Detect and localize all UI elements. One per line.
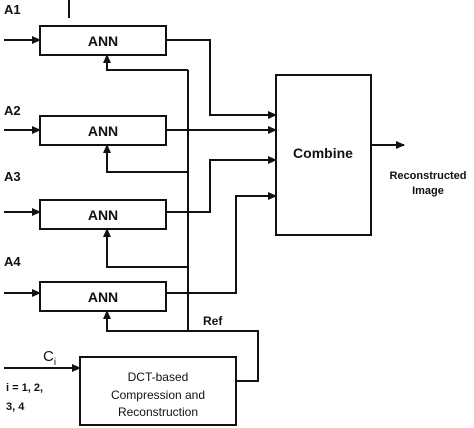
input-label-a3: A3 [4,169,21,184]
ann-label-2: ANN [88,123,118,139]
index-label-line-2: 3, 4 [6,401,25,413]
output-label-line-1: Reconstructed [389,170,466,182]
ci-label-sub: i [54,357,56,368]
ann1-to-combine-arrow [166,39,277,119]
output-label-line-2: Image [412,185,444,197]
dct-label-line-1: DCT-based [128,370,189,384]
ann3-to-combine-arrow [166,156,277,213]
dct-label-line-3: Reconstruction [118,405,198,419]
combine-label: Combine [293,145,353,161]
ref-to-ann1-arrow [103,54,188,71]
ref-to-ann3-arrow [103,228,188,268]
ref-label: Ref [203,314,223,328]
ann-block-3: A3 ANN [4,169,167,230]
ci-label-main: C [43,348,54,365]
ann-box-4 [39,281,167,312]
ann-block-1: A1 ANN [4,2,167,56]
dct-to-ref-line [188,330,259,382]
input-label-a1: A1 [4,2,21,17]
ann-block-2: A2 ANN [4,103,167,146]
dct-label-line-2: Compression and [111,388,205,402]
ref-to-ann4-arrow [103,310,188,332]
ann-box-2 [39,115,167,146]
ann-block-4: A4 ANN [4,254,167,312]
ann-label-1: ANN [88,33,118,49]
input-label-a2: A2 [4,103,21,118]
ci-label: Ci [43,348,56,368]
ann-label-3: ANN [88,207,118,223]
ann-box-3 [39,199,167,230]
ref-to-ann2-arrow [103,144,188,173]
index-label-line-1: i = 1, 2, [6,382,43,394]
combine-box [275,74,372,236]
ann4-to-combine-arrow [166,192,277,294]
ann-label-4: ANN [88,289,118,305]
dct-box [79,356,237,426]
input-label-a4: A4 [4,254,21,269]
